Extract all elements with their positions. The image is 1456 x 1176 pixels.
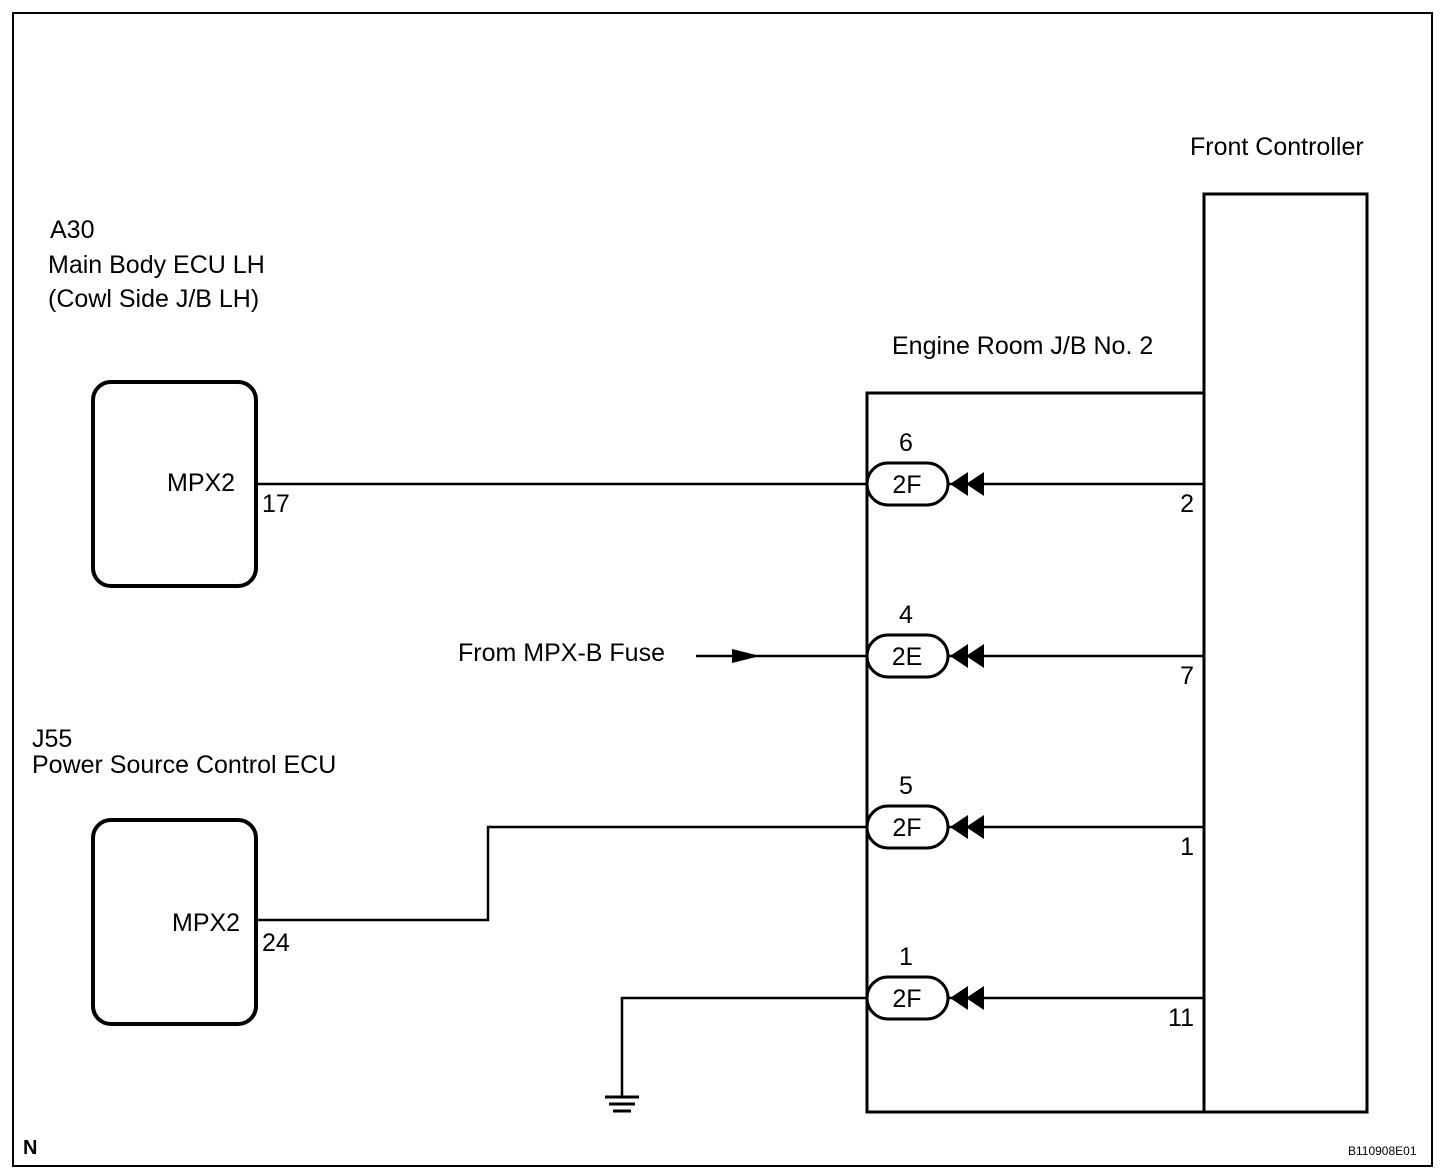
ecu-j55-name: Power Source Control ECU: [32, 751, 336, 779]
connector-oval: [865, 975, 950, 1021]
connector-oval: [865, 804, 950, 850]
connector-code: 2F: [892, 985, 921, 1013]
terminal-chevron-icon: [950, 644, 968, 668]
front-controller-label: Front Controller: [1190, 133, 1364, 161]
terminal-chevron-icon: [966, 472, 984, 496]
terminal-chevron-icon: [966, 986, 984, 1010]
front-controller-box: [1202, 192, 1369, 1114]
connector-row: 2F 6 2: [865, 429, 1204, 518]
ecu-a30-code: A30: [50, 216, 94, 244]
ecu-a30-pin: 17: [262, 490, 290, 518]
junction-block-label: Engine Room J/B No. 2: [892, 332, 1153, 360]
ecu-j55-box: [91, 818, 258, 1026]
ecu-j55-terminal: MPX2: [172, 909, 240, 937]
ecu-a30-location: (Cowl Side J/B LH): [48, 285, 259, 313]
connector-row: 2F 5 1: [865, 772, 1204, 861]
connector-code: 2E: [892, 643, 923, 671]
controller-pin: 7: [1180, 662, 1194, 690]
connector-code: 2F: [892, 471, 921, 499]
terminal-chevron-icon: [966, 644, 984, 668]
connector-row: 2E 4 7: [865, 601, 1204, 690]
connector-code: 2F: [892, 814, 921, 842]
connector-pin: 1: [899, 943, 913, 971]
terminal-chevron-icon: [950, 815, 968, 839]
ecu-a30-name: Main Body ECU LH: [48, 251, 265, 279]
figure-id: B110908E01: [1348, 1144, 1417, 1158]
corner-mark: N: [23, 1137, 37, 1159]
wire-2f-1-to-ground: [620, 996, 867, 1097]
controller-pin: 2: [1180, 490, 1194, 518]
wire-j55-to-2f-5: [256, 825, 867, 922]
ground-icon: [605, 1095, 639, 1113]
controller-pin: 11: [1168, 1004, 1194, 1032]
terminal-chevron-icon: [966, 815, 984, 839]
junction-block-box: [865, 391, 1204, 1114]
connector-oval: [865, 633, 950, 679]
fuse-feed-label: From MPX-B Fuse: [458, 639, 665, 667]
ecu-a30-terminal: MPX2: [167, 469, 235, 497]
terminal-chevron-icon: [950, 986, 968, 1010]
connector-oval: [865, 461, 950, 507]
ecu-j55-code: J55: [32, 725, 72, 753]
connector-pin: 6: [899, 429, 913, 457]
connector-pin: 5: [899, 772, 913, 800]
connector-pin: 4: [899, 601, 913, 629]
terminal-chevron-icon: [950, 472, 968, 496]
ecu-j55-pin: 24: [262, 929, 290, 957]
controller-pin: 1: [1180, 833, 1194, 861]
